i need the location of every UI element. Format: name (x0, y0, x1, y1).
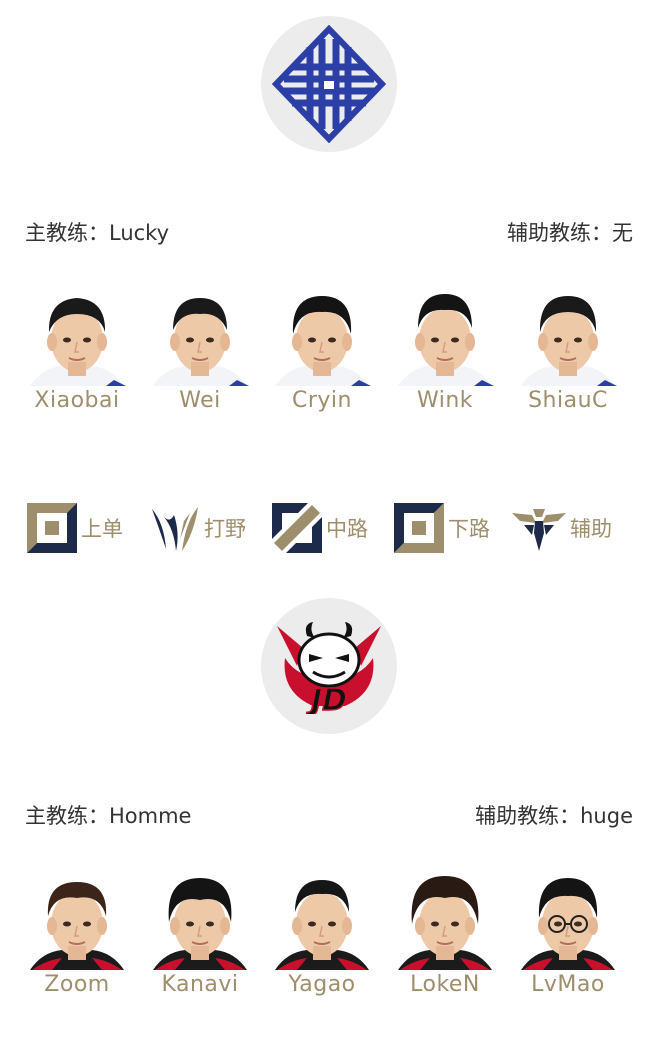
role-label: 辅助 (570, 517, 612, 541)
role-support: 辅助 (512, 500, 612, 556)
glasses-icon (548, 915, 588, 933)
player-name: Yagao (288, 972, 356, 997)
team1-head-coach: 主教练：Lucky (25, 221, 170, 245)
player-portrait (398, 876, 492, 970)
support-icon (512, 509, 566, 551)
team2-coach-row: 主教练：Homme 辅助教练：huge (25, 800, 633, 830)
player-portrait (30, 882, 124, 970)
team1-player-2[interactable]: Wei (145, 290, 255, 413)
player-name: Xiaobai (34, 388, 120, 413)
player-name: Wink (416, 388, 474, 413)
team1-assistant-coach: 辅助教练：无 (507, 221, 633, 245)
player-name: LokeN (410, 972, 480, 997)
team2-roster: Zoom Kanavi Yagao LokeN (0, 874, 660, 1014)
team2-head-coach: 主教练：Homme (25, 804, 192, 828)
team1-player-4[interactable]: Wink (390, 290, 500, 413)
team1-logo (261, 16, 397, 152)
player-portrait (521, 878, 615, 970)
jungle-icon (152, 507, 198, 551)
team2-player-5[interactable]: LvMao (513, 874, 623, 997)
team2-player-3[interactable]: Yagao (267, 874, 377, 997)
role-top: 上单 (27, 500, 123, 556)
player-name: LvMao (531, 972, 605, 997)
team1-player-1[interactable]: Xiaobai (22, 290, 132, 413)
player-portrait (153, 298, 249, 386)
team1-player-3[interactable]: Cryin (267, 290, 377, 413)
role-bot: 下路 (394, 500, 490, 556)
role-legend: 上单 打野 中路 下路 (0, 500, 660, 556)
team1-coach-row: 主教练：Lucky 辅助教练：无 (25, 217, 633, 247)
team1-roster: Xiaobai Wei Cryin Wink (0, 290, 660, 430)
role-label: 中路 (326, 517, 368, 541)
role-label: 打野 (204, 517, 246, 541)
role-mid: 中路 (272, 500, 368, 556)
mid-lane-icon (272, 503, 322, 553)
bot-lane-icon (394, 503, 444, 553)
player-name: Kanavi (161, 972, 239, 997)
player-name: Wei (179, 388, 221, 413)
player-portrait (275, 296, 371, 386)
role-label: 下路 (448, 517, 490, 541)
player-name: Zoom (44, 972, 110, 997)
player-name: Cryin (292, 388, 352, 413)
player-portrait (30, 298, 126, 386)
team2-logo: JD (261, 598, 397, 734)
player-name: ShiauC (528, 388, 608, 413)
player-portrait (153, 878, 247, 970)
role-jungle: 打野 (150, 500, 246, 556)
player-portrait (521, 296, 617, 386)
player-portrait (275, 880, 369, 970)
team2-player-2[interactable]: Kanavi (145, 874, 255, 997)
player-portrait (398, 294, 494, 386)
top-lane-icon (27, 503, 77, 553)
svg-text:JD: JD (306, 683, 347, 714)
team2-player-1[interactable]: Zoom (22, 874, 132, 997)
role-label: 上单 (81, 517, 123, 541)
team2-assistant-coach: 辅助教练：huge (475, 804, 633, 828)
team1-player-5[interactable]: ShiauC (513, 290, 623, 413)
team2-player-4[interactable]: LokeN (390, 874, 500, 997)
